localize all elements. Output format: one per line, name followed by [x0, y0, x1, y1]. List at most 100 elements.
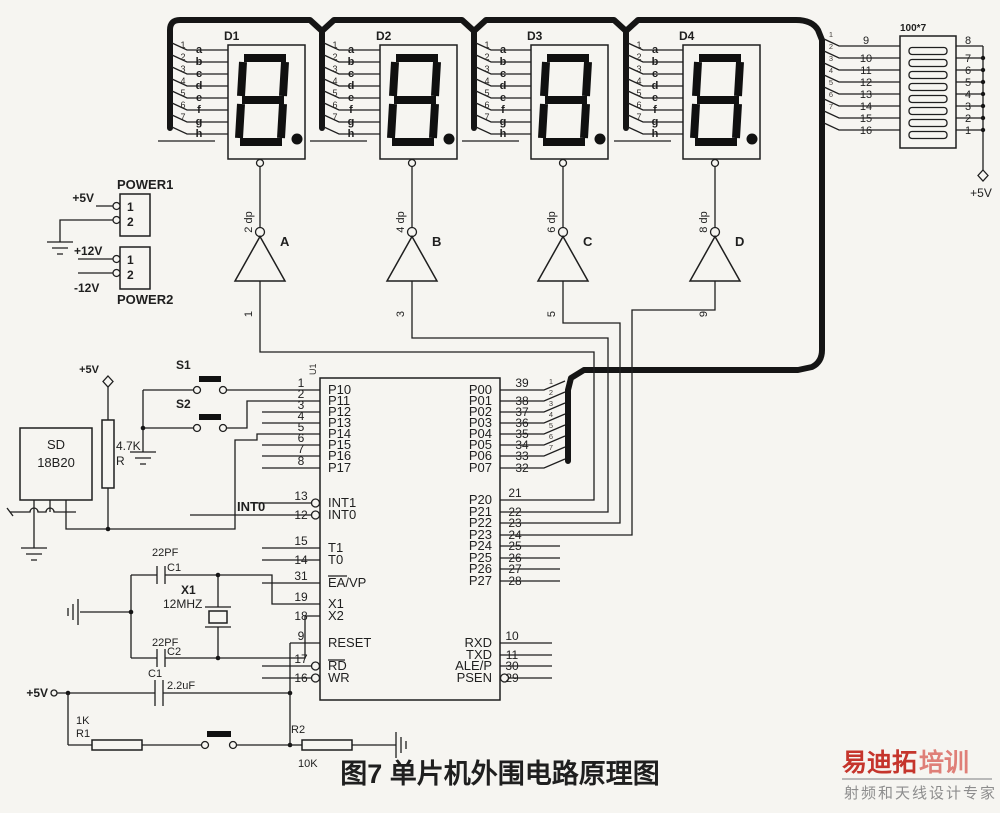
pin-name: EA/VP: [328, 575, 366, 590]
digit-select-wires: [259, 281, 716, 536]
figure-caption: 图7 单片机外围电路原理图: [340, 758, 660, 789]
display-d1: D1 1 2 3 4 5 6 7 a b c d e f g h: [158, 29, 306, 168]
pin-number: 2: [298, 387, 305, 401]
pin-number: 1: [636, 40, 641, 50]
pin-number: 9: [863, 35, 869, 47]
driver-a: 2 dp 1 A: [233, 166, 290, 317]
pin-number: 8: [965, 35, 971, 47]
pin-name: T0: [328, 552, 343, 567]
pin-number: 7: [636, 112, 641, 122]
pin-number: 5: [636, 88, 641, 98]
switch-label: S1: [176, 358, 191, 372]
pin-number: 7: [965, 53, 971, 65]
pin-number: 8: [298, 454, 305, 468]
display-d3: D3 1 2 3 4 5 6 7 a b c d e f g h: [462, 29, 609, 168]
segment-letter: e: [500, 92, 506, 104]
driver-b: 4 dp 3 B: [385, 166, 441, 317]
segment-letter: b: [652, 56, 659, 68]
segment-letter: d: [348, 80, 355, 92]
driver-c: 6 dp 5 C: [536, 166, 593, 317]
connector-label: POWER2: [117, 292, 173, 307]
net-label-neg12v: -12V: [74, 281, 99, 295]
pin-name: P27: [469, 573, 492, 588]
pin-name: T1: [328, 540, 343, 555]
crystal-frequency: 12MHZ: [163, 597, 202, 611]
bus-index: 1: [829, 30, 833, 39]
temperature-sensor: SD 18B20: [6, 427, 320, 561]
pin-name: P26: [469, 561, 492, 576]
display-d2: D2 1 2 3 4 5 6 7 a b c d e f g h: [310, 29, 458, 168]
crystal-circuit: 22PF C1 X1 12MHZ 22PF C2: [67, 547, 320, 667]
pin-number: 6: [332, 100, 337, 110]
pin-number: 6: [636, 100, 641, 110]
pin-number: 1: [180, 40, 185, 50]
segment-letter: c: [348, 68, 354, 80]
pin-number: 4: [484, 76, 489, 86]
pin-name: P22: [469, 515, 492, 530]
driver-output-pin: 2 dp: [243, 211, 255, 232]
mcu-ref: U1: [308, 363, 318, 375]
driver-output-pin: 6 dp: [546, 211, 558, 232]
segment-letter: f: [197, 104, 201, 116]
resistor-value: 10K: [298, 758, 318, 770]
pin-name: P04: [469, 426, 492, 441]
pin-name: P16: [328, 448, 351, 463]
pin-number: 3: [636, 64, 641, 74]
capacitor-value: 2.2uF: [167, 680, 195, 692]
connector-pin: 1: [127, 200, 134, 214]
pin-number: 24: [508, 528, 522, 542]
pin-name: X1: [328, 596, 344, 611]
pin-number: 23: [508, 516, 522, 530]
crystal-ref: X1: [181, 583, 196, 597]
power-connectors: POWER1 1 2 +5V 1 2 +12V -12V POWER2: [47, 177, 173, 307]
pin-number: 15: [294, 534, 308, 548]
pin-number: 1: [484, 40, 489, 50]
capacitor-value: 22PF: [152, 637, 179, 649]
pin-number: 13: [860, 89, 872, 101]
pin-number: 16: [294, 671, 308, 685]
pin-number: 5: [484, 88, 489, 98]
pin-name: P07: [469, 460, 492, 475]
pin-number: 28: [508, 574, 522, 588]
driver-label: A: [280, 234, 290, 249]
pin-name: INT1: [328, 495, 356, 510]
pin-number: 25: [508, 539, 522, 553]
resistor-value: 4.7K: [116, 439, 141, 453]
resistor-ref: R: [116, 454, 125, 468]
driver-input-pin: 9: [698, 311, 710, 317]
segment-letter: d: [500, 80, 507, 92]
segment-letter: a: [196, 44, 203, 56]
segment-letter: b: [348, 56, 355, 68]
pin-name: P20: [469, 492, 492, 507]
segment-letter: e: [196, 92, 202, 104]
sensor-name: SD: [47, 437, 65, 452]
pin-number: 11: [506, 648, 519, 662]
pin-number: 10: [505, 629, 519, 643]
segment-letter: c: [652, 68, 658, 80]
segment-letter: h: [500, 128, 507, 140]
pin-number: 1: [965, 125, 971, 137]
pin-name: P23: [469, 527, 492, 542]
bus-index: 7: [829, 102, 833, 111]
sensor-name: 18B20: [37, 455, 75, 470]
pin-number: 2: [180, 52, 185, 62]
pin-number: 7: [180, 112, 185, 122]
pin-number: 14: [860, 101, 872, 113]
pin-name: RESET: [328, 635, 371, 650]
display-label: D4: [679, 29, 695, 43]
pin-number: 3: [180, 64, 185, 74]
bus-index: 6: [829, 90, 833, 99]
segment-letter: f: [349, 104, 353, 116]
bus-index: 3: [549, 399, 553, 408]
capacitor-ref: C1: [148, 668, 162, 680]
pin-number: 3: [965, 101, 971, 113]
pin-number: 13: [294, 489, 308, 503]
pin-number: 1: [298, 376, 305, 390]
resistor-ref: R2: [291, 724, 305, 736]
pin-name: P06: [469, 448, 492, 463]
pin-number: 4: [180, 76, 185, 86]
driver-input-pin: 1: [243, 311, 255, 317]
driver-input-pin: 3: [395, 311, 407, 317]
bus-index: 6: [549, 432, 553, 441]
driver-output-pin: 4 dp: [395, 211, 407, 232]
